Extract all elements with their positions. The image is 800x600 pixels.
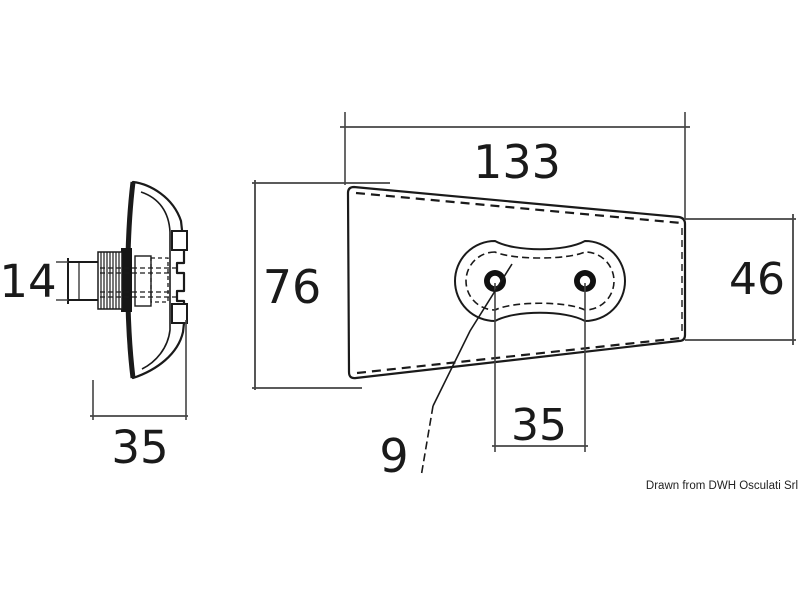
dim-76: 76 [252,180,390,390]
stud-thread [97,251,123,310]
hidden-edge-top [355,191,682,225]
side-view-body-outline [126,180,186,380]
dim-14: 14 [0,255,68,308]
side-view-flange [121,248,132,312]
side-view-upper-tab [171,230,188,251]
dim-14-value: 14 [0,255,57,308]
label-9-leader-tail [420,405,434,478]
dim-35-depth-value: 35 [111,421,168,474]
hidden-edge-bottom [356,336,682,375]
dim-46-value: 46 [729,254,785,305]
hole-left-bore [489,275,501,287]
dim-46: 46 [685,214,796,345]
dim-9-value: 9 [379,429,408,483]
side-view-lower-tab [171,303,188,324]
side-view-hidden-lines [100,257,178,303]
front-view-hidden-edges [355,191,683,375]
dim-133-value: 133 [473,135,561,189]
side-view-inner-contour [140,191,171,370]
boss-outer-contour [454,239,626,323]
label-9-leader [432,263,513,407]
dim-76-value: 76 [263,260,322,314]
footer-credit: Drawn from DWH Osculati Srl [646,480,798,492]
dim-133: 133 [340,112,690,220]
dim-35-holes-value: 35 [511,400,567,451]
front-view: 133 76 46 35 9 [252,112,796,483]
label-9: 9 [379,263,513,483]
dim-35-holes: 35 [492,283,588,452]
stud [67,258,98,304]
dim-35-depth: 35 [90,320,188,474]
hole-right-bore [579,275,591,287]
side-view: 14 35 [0,180,188,474]
